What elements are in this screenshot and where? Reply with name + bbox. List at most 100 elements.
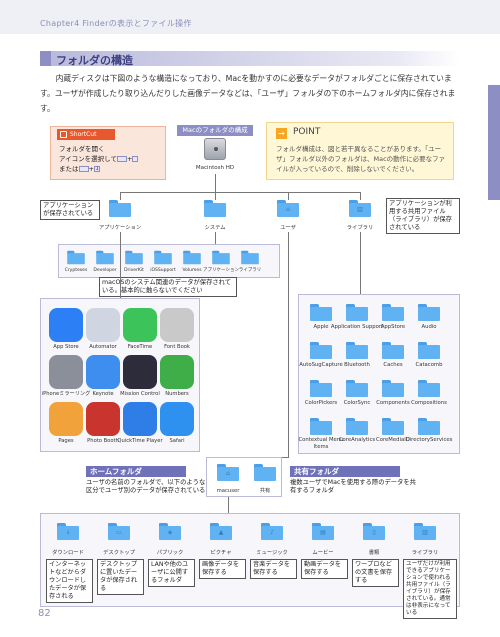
folder-icon[interactable] bbox=[212, 250, 230, 265]
desktop-folder-icon[interactable]: ▭ bbox=[108, 523, 130, 540]
font-book-icon[interactable] bbox=[160, 308, 194, 342]
library-folder-label: AutoSugCapture bbox=[299, 362, 343, 368]
connector-line bbox=[215, 174, 216, 192]
numbers-icon[interactable] bbox=[160, 355, 194, 389]
app-label: Keynote bbox=[92, 391, 114, 397]
app-label: App Store bbox=[53, 344, 79, 350]
subfolder-label: Developer bbox=[93, 268, 117, 273]
folder-icon[interactable] bbox=[382, 342, 404, 359]
home-folder-icon[interactable]: ⌂ bbox=[217, 464, 239, 481]
folder-icon[interactable] bbox=[310, 304, 332, 321]
public-folder-icon[interactable]: ◈ bbox=[159, 523, 181, 540]
shortcut-text: フォルダを開く アイコンを選択して+ または+↓ bbox=[59, 144, 139, 174]
chapter-title: Chapter4 Finderの表示とファイル操作 bbox=[40, 19, 192, 28]
home-folder-label: ミュージック bbox=[256, 550, 288, 556]
library-folder-label: ColorPickers bbox=[304, 400, 338, 406]
folder-icon[interactable] bbox=[310, 342, 332, 359]
folder-icon[interactable] bbox=[310, 380, 332, 397]
connector-line bbox=[228, 497, 229, 513]
safari-icon[interactable] bbox=[160, 402, 194, 436]
home-folder-label: ピクチャ bbox=[210, 550, 232, 556]
user-folder-label: macuser bbox=[216, 488, 240, 494]
app-label: Photo Booth bbox=[87, 438, 119, 444]
quicktime-player-icon[interactable] bbox=[123, 402, 157, 436]
hard-disk-icon bbox=[204, 138, 226, 160]
connector-line bbox=[215, 232, 216, 244]
app-store-icon[interactable] bbox=[49, 308, 83, 342]
folder-icon[interactable] bbox=[418, 380, 440, 397]
mission-control-icon[interactable] bbox=[123, 355, 157, 389]
user-folder-icon[interactable]: ⌂ bbox=[277, 200, 299, 217]
connector-line bbox=[288, 232, 289, 457]
pictures-folder-icon[interactable]: ▲ bbox=[210, 523, 232, 540]
app-label: Mission Control bbox=[120, 391, 160, 397]
folder-icon[interactable] bbox=[241, 250, 259, 265]
iphone-mirroring-icon[interactable] bbox=[49, 355, 83, 389]
folder-icon[interactable] bbox=[204, 200, 226, 217]
pages-icon[interactable] bbox=[49, 402, 83, 436]
folder-icon[interactable] bbox=[109, 200, 131, 217]
folder-icon[interactable] bbox=[382, 380, 404, 397]
folder-icon[interactable] bbox=[346, 380, 368, 397]
folder-icon[interactable] bbox=[418, 304, 440, 321]
folder-label-system: システム bbox=[204, 225, 226, 231]
section-title: フォルダの構造 bbox=[56, 54, 133, 67]
plus-sign: + bbox=[88, 165, 94, 173]
user-folder-label: 共有 bbox=[259, 488, 271, 494]
subfolder-label: Cryptexes bbox=[64, 268, 88, 273]
folder-icon[interactable] bbox=[418, 418, 440, 435]
public-description: LANや他のユーザに公開するフォルダ bbox=[148, 559, 195, 587]
folder-icon[interactable] bbox=[154, 250, 172, 265]
subfolder-label: アプリケーション bbox=[203, 268, 239, 273]
folder-icon[interactable] bbox=[346, 418, 368, 435]
folder-icon[interactable] bbox=[346, 304, 368, 321]
folder-icon[interactable] bbox=[183, 250, 201, 265]
library-folder-label: DirectoryServices bbox=[405, 437, 453, 443]
photo-booth-icon[interactable] bbox=[86, 402, 120, 436]
library-folder-label: Contextual Menu Items bbox=[298, 437, 344, 450]
shortcut-line2: アイコンを選択して bbox=[59, 155, 117, 163]
connector-line bbox=[120, 232, 121, 298]
library-folder-icon[interactable]: ▥ bbox=[414, 523, 436, 540]
library-folder-label: Audio bbox=[421, 324, 437, 330]
folder-icon[interactable] bbox=[382, 304, 404, 321]
library-folder-label: CoreAnalytics bbox=[338, 437, 376, 443]
subfolder-label: Volumes bbox=[182, 268, 202, 273]
shared-folder-icon[interactable] bbox=[254, 464, 276, 481]
documents-folder-icon[interactable]: ▯ bbox=[363, 523, 385, 540]
shortcut-line2-row: アイコンを選択して+ bbox=[59, 154, 139, 164]
app-label: Automator bbox=[89, 344, 117, 350]
movies-folder-icon[interactable]: ▤ bbox=[312, 523, 334, 540]
automator-icon[interactable] bbox=[86, 308, 120, 342]
keynote-icon[interactable] bbox=[86, 355, 120, 389]
folder-icon[interactable] bbox=[310, 418, 332, 435]
facetime-icon[interactable] bbox=[123, 308, 157, 342]
subfolder-label: DriverKit bbox=[124, 268, 144, 273]
folder-icon[interactable] bbox=[382, 418, 404, 435]
callout-library: アプリケーションが利用する共用ファイル（ライブラリ）が保存されている bbox=[386, 198, 460, 234]
connector-line bbox=[288, 192, 289, 200]
folder-label-applications: アプリケーション bbox=[98, 225, 142, 231]
app-label: Safari bbox=[169, 438, 185, 444]
app-label: Font Book bbox=[164, 344, 190, 350]
shared-folder-band: 共有フォルダ bbox=[290, 466, 400, 477]
folder-icon[interactable] bbox=[346, 342, 368, 359]
folder-icon[interactable] bbox=[418, 342, 440, 359]
folder-icon[interactable] bbox=[67, 250, 85, 265]
o-key-icon bbox=[132, 156, 139, 162]
downloads-description: インターネットなどからダウンロードしたデータが保存される bbox=[46, 559, 93, 603]
folder-icon[interactable] bbox=[96, 250, 114, 265]
music-folder-icon[interactable]: ♪ bbox=[261, 523, 283, 540]
library-folder-icon[interactable]: ▥ bbox=[349, 200, 371, 217]
intro-paragraph: 内蔵ディスクは下図のような構造になっており、Macを動かすのに必要なデータがフォ… bbox=[40, 74, 456, 113]
callout-applications: アプリケーションが保存されている bbox=[40, 200, 100, 220]
command-key-icon bbox=[78, 166, 89, 172]
home-folder-label: デスクトップ bbox=[103, 550, 135, 556]
app-label: Numbers bbox=[165, 391, 189, 397]
library-folder-label: Catacomb bbox=[415, 362, 443, 368]
folder-icon[interactable] bbox=[125, 250, 143, 265]
shortcut-line1: フォルダを開く bbox=[59, 145, 105, 153]
connector-line bbox=[360, 232, 361, 294]
downloads-folder-icon[interactable]: ↓ bbox=[57, 523, 79, 540]
library-folder-label: ColorSync bbox=[343, 400, 371, 406]
